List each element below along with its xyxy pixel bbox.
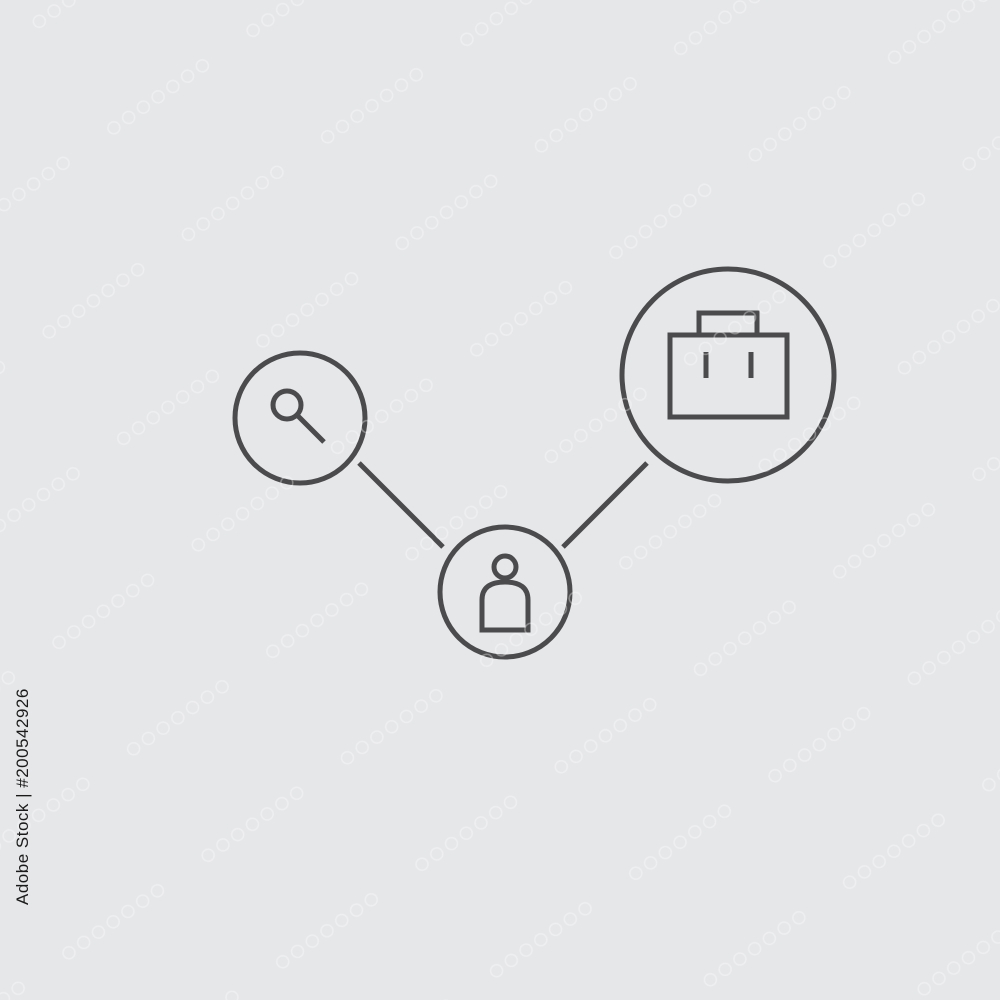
connector-line-right xyxy=(561,461,649,549)
person-icon xyxy=(479,553,531,633)
briefcase-node-circle xyxy=(619,266,837,484)
search-icon xyxy=(270,388,326,444)
connector-line-left xyxy=(357,461,445,549)
briefcase-icon xyxy=(667,310,790,420)
person-node-circle xyxy=(437,524,573,660)
stock-id-label: Adobe Stock | #200542926 xyxy=(13,688,32,905)
